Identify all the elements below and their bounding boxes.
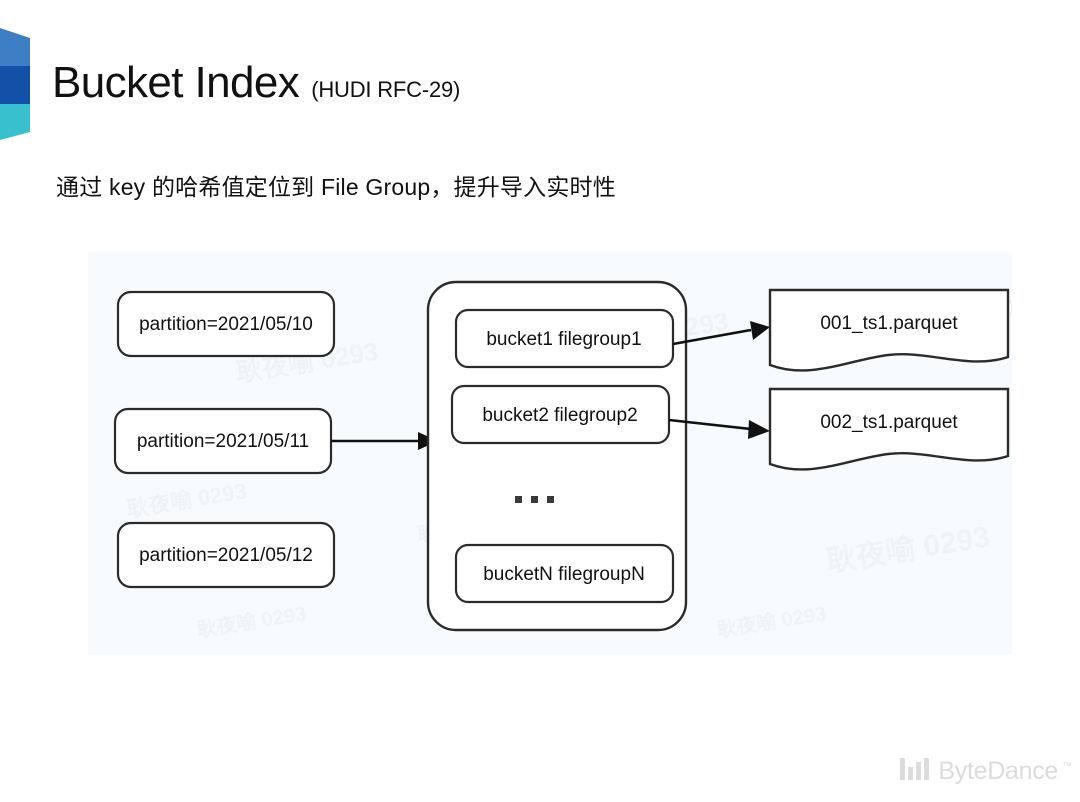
bucket-label: bucket1 filegroup1 <box>486 329 641 350</box>
trademark-symbol: ™ <box>1062 761 1072 772</box>
parquet-file-label: 002_ts1.parquet <box>820 412 958 433</box>
partition-node[interactable]: partition=2021/05/11 <box>113 407 333 475</box>
bucket-label: bucket2 filegroup2 <box>482 405 637 426</box>
page-title-main: Bucket Index <box>52 58 300 107</box>
partition-label: partition=2021/05/12 <box>139 545 313 566</box>
parquet-file-label: 001_ts1.parquet <box>820 313 958 334</box>
brand-corner-mark <box>0 28 38 140</box>
bucket-node[interactable]: bucket1 filegroup1 <box>454 308 675 369</box>
bytedance-wordmark: ByteDance <box>938 757 1058 785</box>
page-title: Bucket Index (HUDI RFC-29) <box>52 58 460 108</box>
arrow-partition-to-buckets <box>331 432 438 450</box>
partition-node[interactable]: partition=2021/05/10 <box>116 290 336 358</box>
watermark-text: 耿夜喻 0293 <box>824 520 992 579</box>
partition-label: partition=2021/05/10 <box>139 314 313 335</box>
watermark-text: 耿夜喻 0293 <box>125 478 248 522</box>
arrow-bucket1-to-file1 <box>672 321 770 346</box>
watermark-text: 耿夜喻 0293 <box>715 601 827 642</box>
bytedance-bars-icon <box>900 758 930 785</box>
bucket-container <box>426 280 688 632</box>
partition-node[interactable]: partition=2021/05/12 <box>116 521 336 589</box>
bucket-node[interactable]: bucketN filegroupN <box>454 543 675 604</box>
bytedance-brand: ByteDance ™ <box>900 757 1072 786</box>
page-title-suffix: (HUDI RFC-29) <box>311 77 461 102</box>
bucket-label: bucketN filegroupN <box>483 564 645 585</box>
parquet-file-node[interactable]: 001_ts1.parquet <box>768 288 1010 372</box>
bucket-node[interactable]: bucket2 filegroup2 <box>450 384 671 445</box>
bucket-ellipsis <box>515 496 554 503</box>
partition-label: partition=2021/05/11 <box>137 431 309 452</box>
watermark-text: 耿夜喻 0293 <box>195 601 307 642</box>
arrow-bucket2-to-file2 <box>668 418 770 439</box>
parquet-file-node[interactable]: 002_ts1.parquet <box>768 387 1010 471</box>
lead-sentence: 通过 key 的哈希值定位到 File Group，提升导入实时性 <box>56 174 616 200</box>
diagram-panel: 耿夜喻 0293 耿夜喻 0293 耿夜喻 0293 耿夜喻 0293 耿夜喻 … <box>88 252 1012 655</box>
